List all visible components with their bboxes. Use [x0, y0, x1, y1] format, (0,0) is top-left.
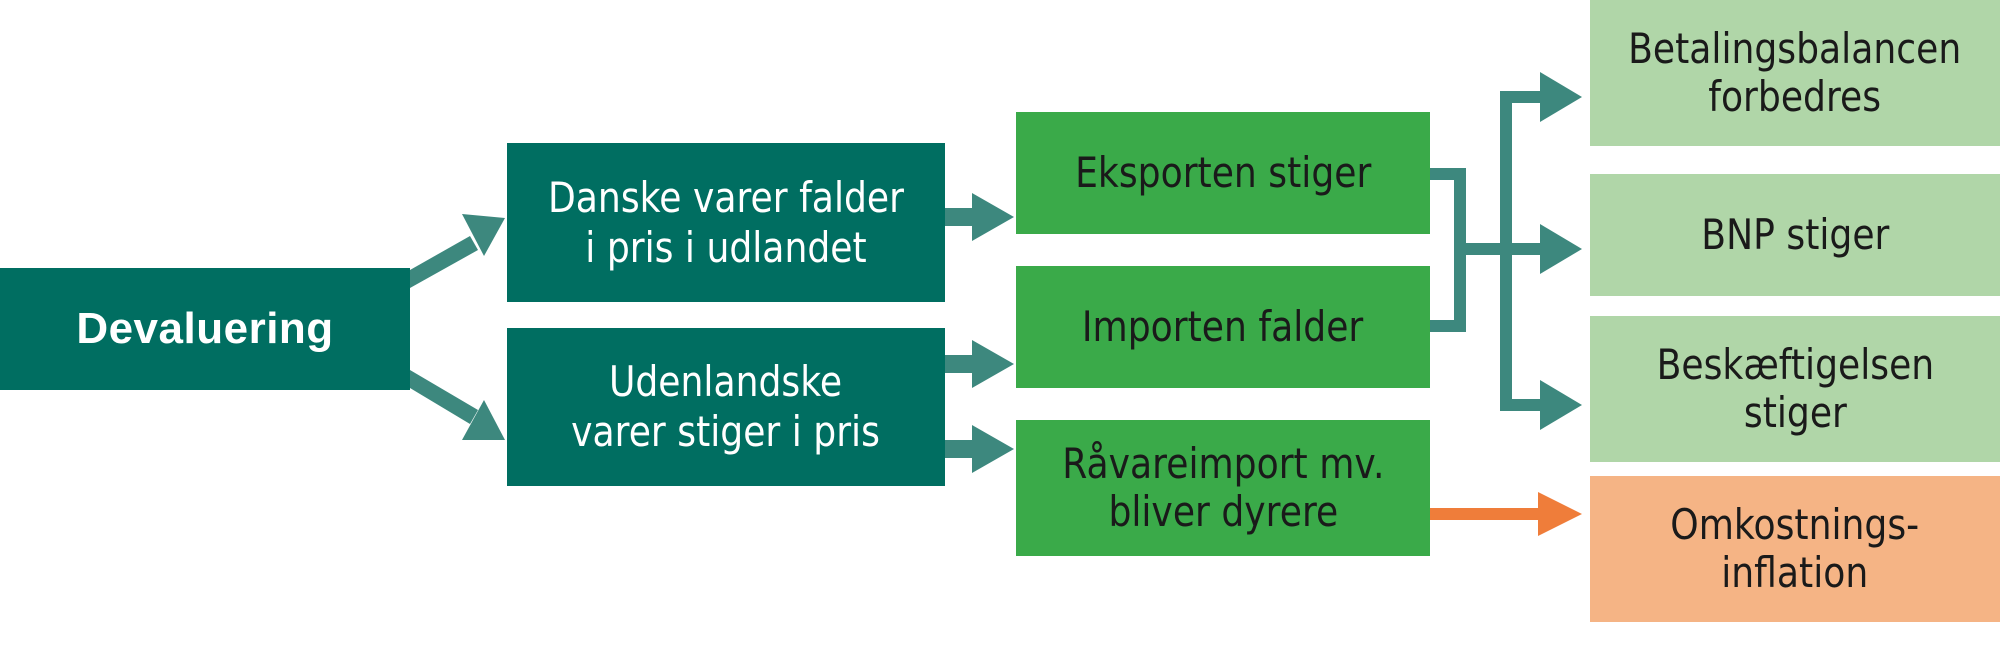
node-danske-varer: Danske varer falder i pris i udlandet [507, 143, 945, 302]
arrow-udenlandske-to-raavareimport [945, 425, 1014, 473]
node-label: Råvareimport mv. bliver dyrere [1061, 439, 1385, 536]
node-label: Importen falder [1082, 302, 1364, 351]
node-omkostningsinflation: Omkostnings- inflation [1590, 476, 2000, 622]
node-betalingsbalancen: Betalingsbalancen forbedres [1590, 0, 2000, 146]
node-udenlandske-varer: Udenlandske varer stiger i pris [507, 328, 945, 486]
node-label: Udenlandske varer stiger i pris [571, 357, 881, 456]
distribution-trunk [1500, 72, 1582, 430]
arrow-root-to-udenlandske-varer [410, 370, 505, 440]
node-eksporten: Eksporten stiger [1016, 112, 1430, 234]
node-devaluering: Devaluering [0, 268, 410, 390]
node-beskaeftigelsen: Beskæftigelsen stiger [1590, 316, 2000, 462]
node-label: Danske varer falder i pris i udlandet [547, 172, 904, 272]
node-label: Omkostnings- inflation [1670, 500, 1920, 597]
node-label: BNP stiger [1700, 210, 1890, 259]
arrow-raavare-to-inflation [1430, 492, 1582, 536]
node-label: Beskæftigelsen stiger [1656, 340, 1934, 437]
arrow-danske-to-eksporten [945, 193, 1014, 241]
arrow-root-to-danske-varer [410, 214, 505, 288]
arrow-udenlandske-to-importen [945, 340, 1014, 388]
node-label: Betalingsbalancen forbedres [1628, 24, 1962, 121]
node-bnp: BNP stiger [1590, 174, 2000, 296]
merge-bracket-connector [1430, 168, 1514, 332]
node-label: Devaluering [76, 304, 334, 353]
node-label: Eksporten stiger [1074, 148, 1372, 197]
node-raavareimport: Råvareimport mv. bliver dyrere [1016, 420, 1430, 556]
node-importen: Importen falder [1016, 266, 1430, 388]
